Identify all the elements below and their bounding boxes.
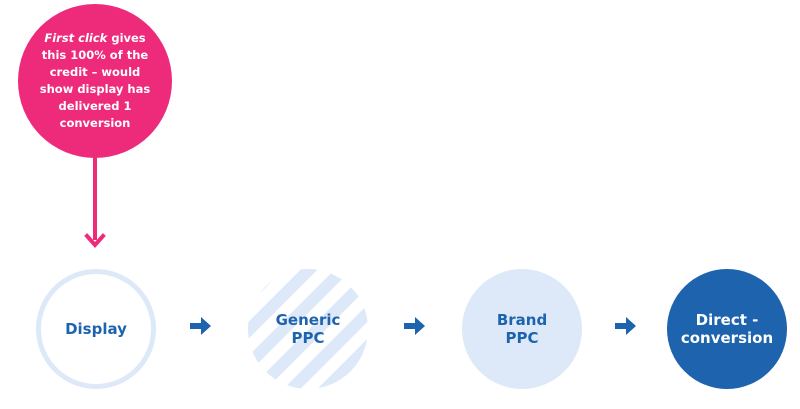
arrow-right-icon <box>404 317 425 335</box>
callout-body: gives this 100% of the credit – would sh… <box>39 31 151 130</box>
step-display-label: Display <box>65 320 127 338</box>
step-brand-ppc: Brand PPC <box>462 269 582 389</box>
callout-emphasis: First click <box>44 31 108 45</box>
step-generic-label-line2: PPC <box>291 329 325 347</box>
callout-connector-arrowhead <box>84 233 106 249</box>
step-direct-label-line2: conversion <box>680 329 774 347</box>
callout-text: First click gives this 100% of the credi… <box>32 30 158 132</box>
step-brand-label-line1: Brand <box>496 311 548 329</box>
step-direct-label-line1: Direct - <box>695 311 759 329</box>
step-direct-conversion: Direct - conversion <box>667 269 787 389</box>
step-brand-label-line2: PPC <box>505 329 539 347</box>
arrow-right-icon <box>190 317 211 335</box>
step-generic-ppc: Generic PPC <box>248 269 368 389</box>
first-click-callout: First click gives this 100% of the credi… <box>18 4 172 158</box>
arrow-right-icon <box>615 317 636 335</box>
step-generic-label-line1: Generic <box>275 311 341 329</box>
step-display: Display <box>36 269 156 389</box>
